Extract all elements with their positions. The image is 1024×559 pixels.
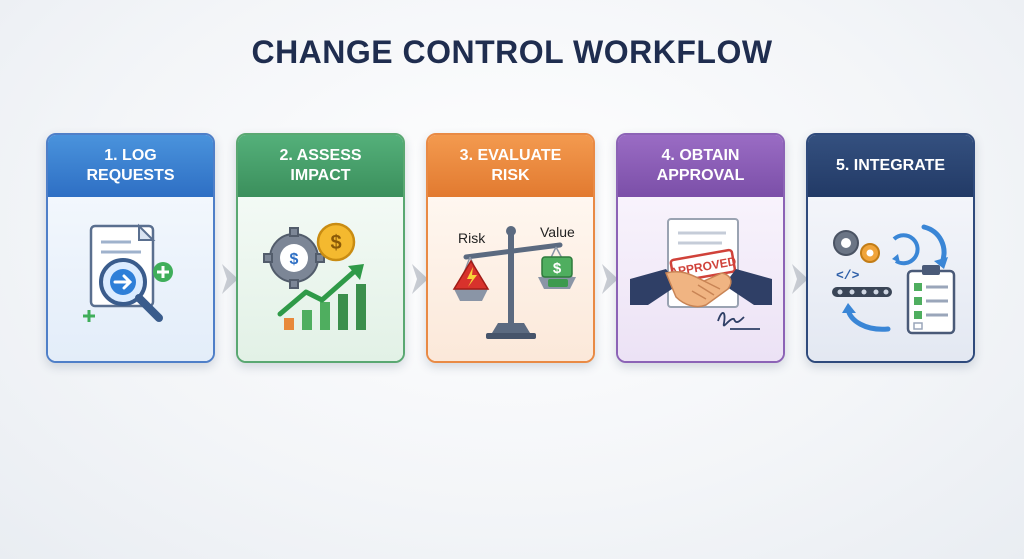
- page-title: CHANGE CONTROL WORKFLOW: [251, 34, 773, 70]
- step-title: 3. EVALUATE RISK: [428, 135, 593, 197]
- risk-label: Risk: [458, 230, 486, 246]
- step-title: 2. ASSESS IMPACT: [238, 135, 403, 197]
- chevron-right-icon: [792, 264, 808, 294]
- chevron-right-icon: [222, 264, 238, 294]
- step-title: 1. LOG REQUESTS: [48, 135, 213, 197]
- integration-cycle-icon: </>: [831, 224, 955, 335]
- svg-text:$: $: [289, 251, 298, 268]
- step-title: 5. INTEGRATE: [808, 135, 973, 197]
- balance-scale-icon: Risk Value $: [452, 224, 576, 339]
- handshake-approved-icon: APPROVED: [629, 218, 772, 330]
- chevron-right-icon: [412, 264, 428, 294]
- document-search-icon: [82, 223, 173, 322]
- svg-text:$: $: [330, 232, 341, 254]
- cost-growth-icon: $ $: [262, 222, 366, 330]
- step-card-integrate: 5. INTEGRATE </>: [806, 133, 975, 363]
- step-card-obtain-approval: 4. OBTAIN APPROVAL APPROVED: [616, 133, 785, 363]
- step-card-evaluate-risk: 3. EVALUATE RISK Risk Value $: [426, 133, 595, 363]
- chevron-right-icon: [602, 264, 618, 294]
- value-label: Value: [540, 224, 575, 240]
- step-card-assess-impact: 2. ASSESS IMPACT $ $: [236, 133, 405, 363]
- step-card-log-requests: 1. LOG REQUESTS: [46, 133, 215, 363]
- svg-text:$: $: [552, 260, 561, 277]
- step-title: 4. OBTAIN APPROVAL: [618, 135, 783, 197]
- svg-text:</>: </>: [836, 268, 860, 283]
